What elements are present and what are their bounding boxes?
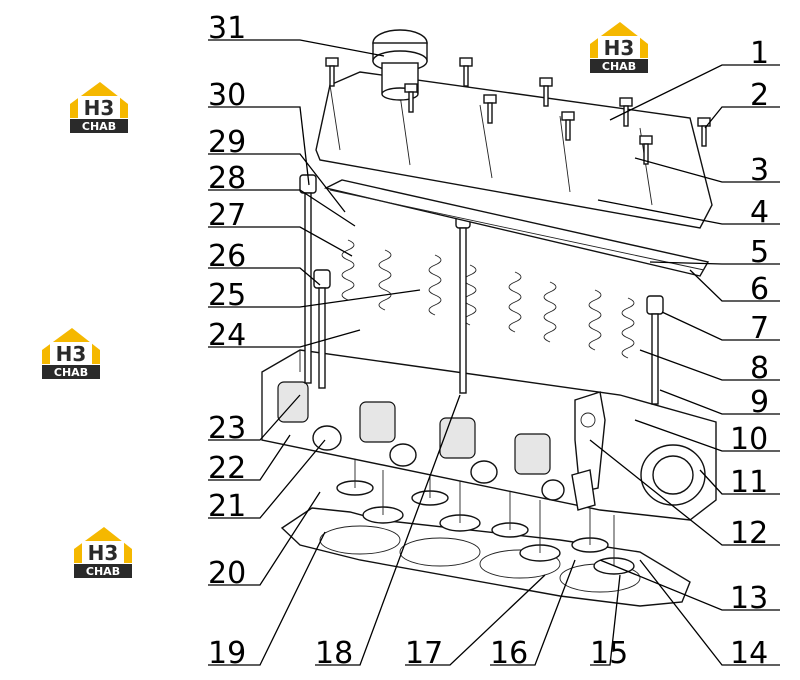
callout-12: 12 <box>730 516 768 551</box>
callout-6: 6 <box>750 272 769 307</box>
callout-3: 3 <box>750 153 769 188</box>
logo-label: CHAB <box>82 120 116 133</box>
logo-mark: H3 <box>88 541 119 565</box>
callout-15: 15 <box>590 636 628 671</box>
callout-30: 30 <box>208 78 246 113</box>
callout-31: 31 <box>208 11 246 46</box>
logo-mark: H3 <box>56 342 87 366</box>
logo-label: CHAB <box>602 60 636 73</box>
callout-5: 5 <box>750 235 769 270</box>
callout-26: 26 <box>208 239 246 274</box>
callout-23: 23 <box>208 411 246 446</box>
callout-7: 7 <box>750 311 769 346</box>
callout-21: 21 <box>208 489 246 524</box>
callout-25: 25 <box>208 278 246 313</box>
callout-10: 10 <box>730 422 768 457</box>
callout-1: 1 <box>750 36 769 71</box>
callout-8: 8 <box>750 351 769 386</box>
logo-label: CHAB <box>86 565 120 578</box>
callout-24: 24 <box>208 318 246 353</box>
callout-20: 20 <box>208 556 246 591</box>
logo-mark: H3 <box>84 96 115 120</box>
callout-9: 9 <box>750 385 769 420</box>
callout-17: 17 <box>405 636 443 671</box>
callout-28: 28 <box>208 161 246 196</box>
callout-29: 29 <box>208 125 246 160</box>
logo-label: CHAB <box>54 366 88 379</box>
callout-2: 2 <box>750 78 769 113</box>
callout-22: 22 <box>208 451 246 486</box>
callout-14: 14 <box>730 636 768 671</box>
leader-lines <box>208 39 780 666</box>
callout-18: 18 <box>315 636 353 671</box>
logo-mark: H3 <box>604 36 635 60</box>
callout-labels: 31 30 29 28 27 26 25 24 23 22 21 20 1 2 … <box>208 11 769 671</box>
callout-13: 13 <box>730 581 768 616</box>
callout-16: 16 <box>490 636 528 671</box>
callout-27: 27 <box>208 198 246 233</box>
callout-4: 4 <box>750 195 769 230</box>
callout-19: 19 <box>208 636 246 671</box>
cylinder-head-drawing <box>261 29 717 607</box>
callout-11: 11 <box>730 465 768 500</box>
